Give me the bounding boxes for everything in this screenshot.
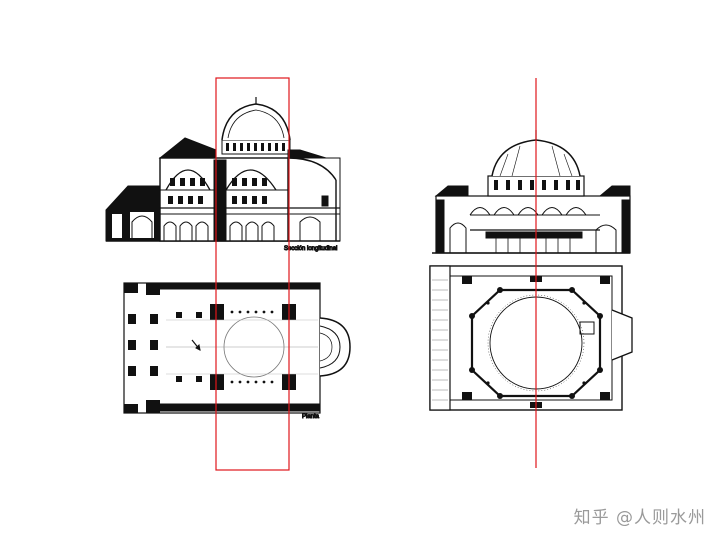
plan-label: Planta [302, 414, 320, 420]
watermark-text: 知乎 @人则水州 [573, 508, 706, 528]
left-longitudinal-section: Sección longitudinal [105, 97, 341, 253]
left-plan: Planta [123, 282, 351, 421]
red-guide-rectangle [215, 77, 290, 471]
section-label: Sección longitudinal [284, 246, 337, 252]
right-cross-section [432, 130, 631, 254]
right-plan [429, 265, 633, 411]
